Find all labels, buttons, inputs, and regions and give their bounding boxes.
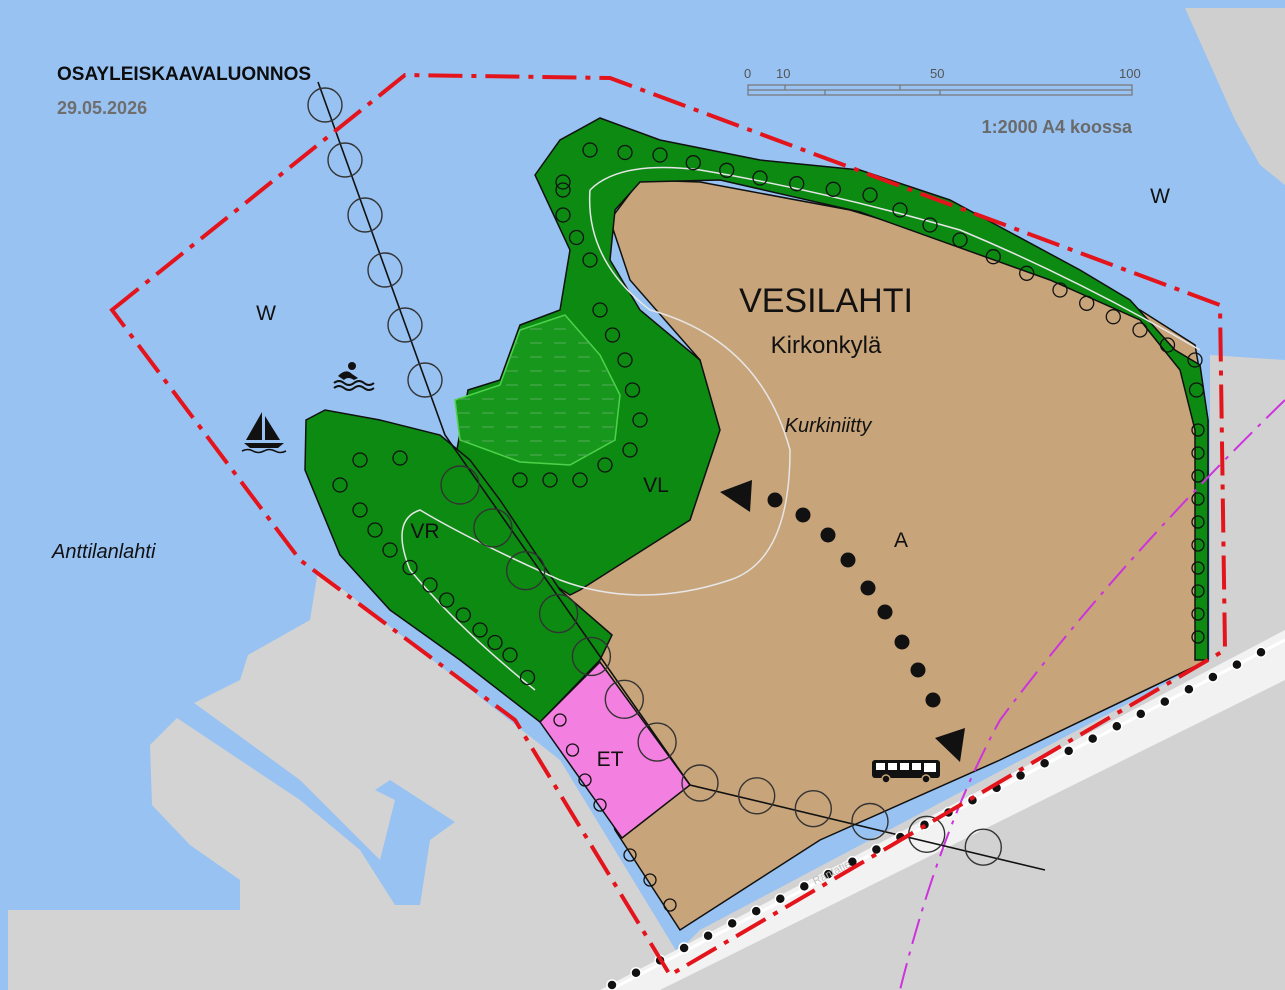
harbour-basin — [168, 700, 455, 905]
field-name: Kurkiniitty — [785, 415, 873, 437]
bay-name: Anttilanlahti — [51, 541, 156, 563]
land-northeast — [1185, 8, 1285, 185]
scale-tick-100: 100 — [1119, 66, 1141, 81]
power-line — [307, 81, 1046, 871]
village-name: Kirkonkylä — [771, 332, 882, 359]
place-name: VESILAHTI — [739, 282, 913, 320]
plan-boundary — [109, 72, 1228, 978]
scale-tick-50: 50 — [930, 66, 944, 81]
bus-icon — [872, 760, 940, 784]
land-east — [640, 355, 1285, 990]
zone-w-east: W — [1150, 185, 1170, 208]
scale-ratio: 1:2000 A4 koossa — [982, 117, 1133, 137]
footpath — [401, 189, 791, 691]
road-dotted-line — [606, 646, 1267, 990]
zone-vr-label: VR — [410, 520, 439, 543]
map-title: OSAYLEISKAAVALUONNOS — [57, 64, 311, 85]
scale-tick-0: 0 — [744, 66, 751, 81]
scale-tick-10: 10 — [776, 66, 790, 81]
zone-w-west: W — [256, 302, 276, 325]
admin-boundary-line — [899, 399, 1285, 990]
zone-vr-area — [304, 409, 613, 724]
wetland-hatch — [455, 315, 620, 465]
swimming-icon — [333, 362, 375, 391]
zone-et-label: ET — [597, 748, 624, 771]
road-rantatie — [600, 630, 1285, 990]
tree-row-markers — [332, 142, 1205, 912]
land-southwest — [8, 570, 700, 990]
arrow-head-west — [720, 480, 752, 512]
scale-bar: 0 10 50 100 — [744, 66, 1141, 96]
zone-a-label: A — [894, 529, 908, 552]
arrow-head-southeast — [935, 728, 965, 762]
zone-vl-label: VL — [643, 474, 669, 497]
map-date: 29.05.2026 — [57, 98, 147, 118]
connection-arrow — [720, 480, 965, 762]
footpath — [589, 166, 1201, 351]
sailboat-icon — [241, 412, 287, 454]
